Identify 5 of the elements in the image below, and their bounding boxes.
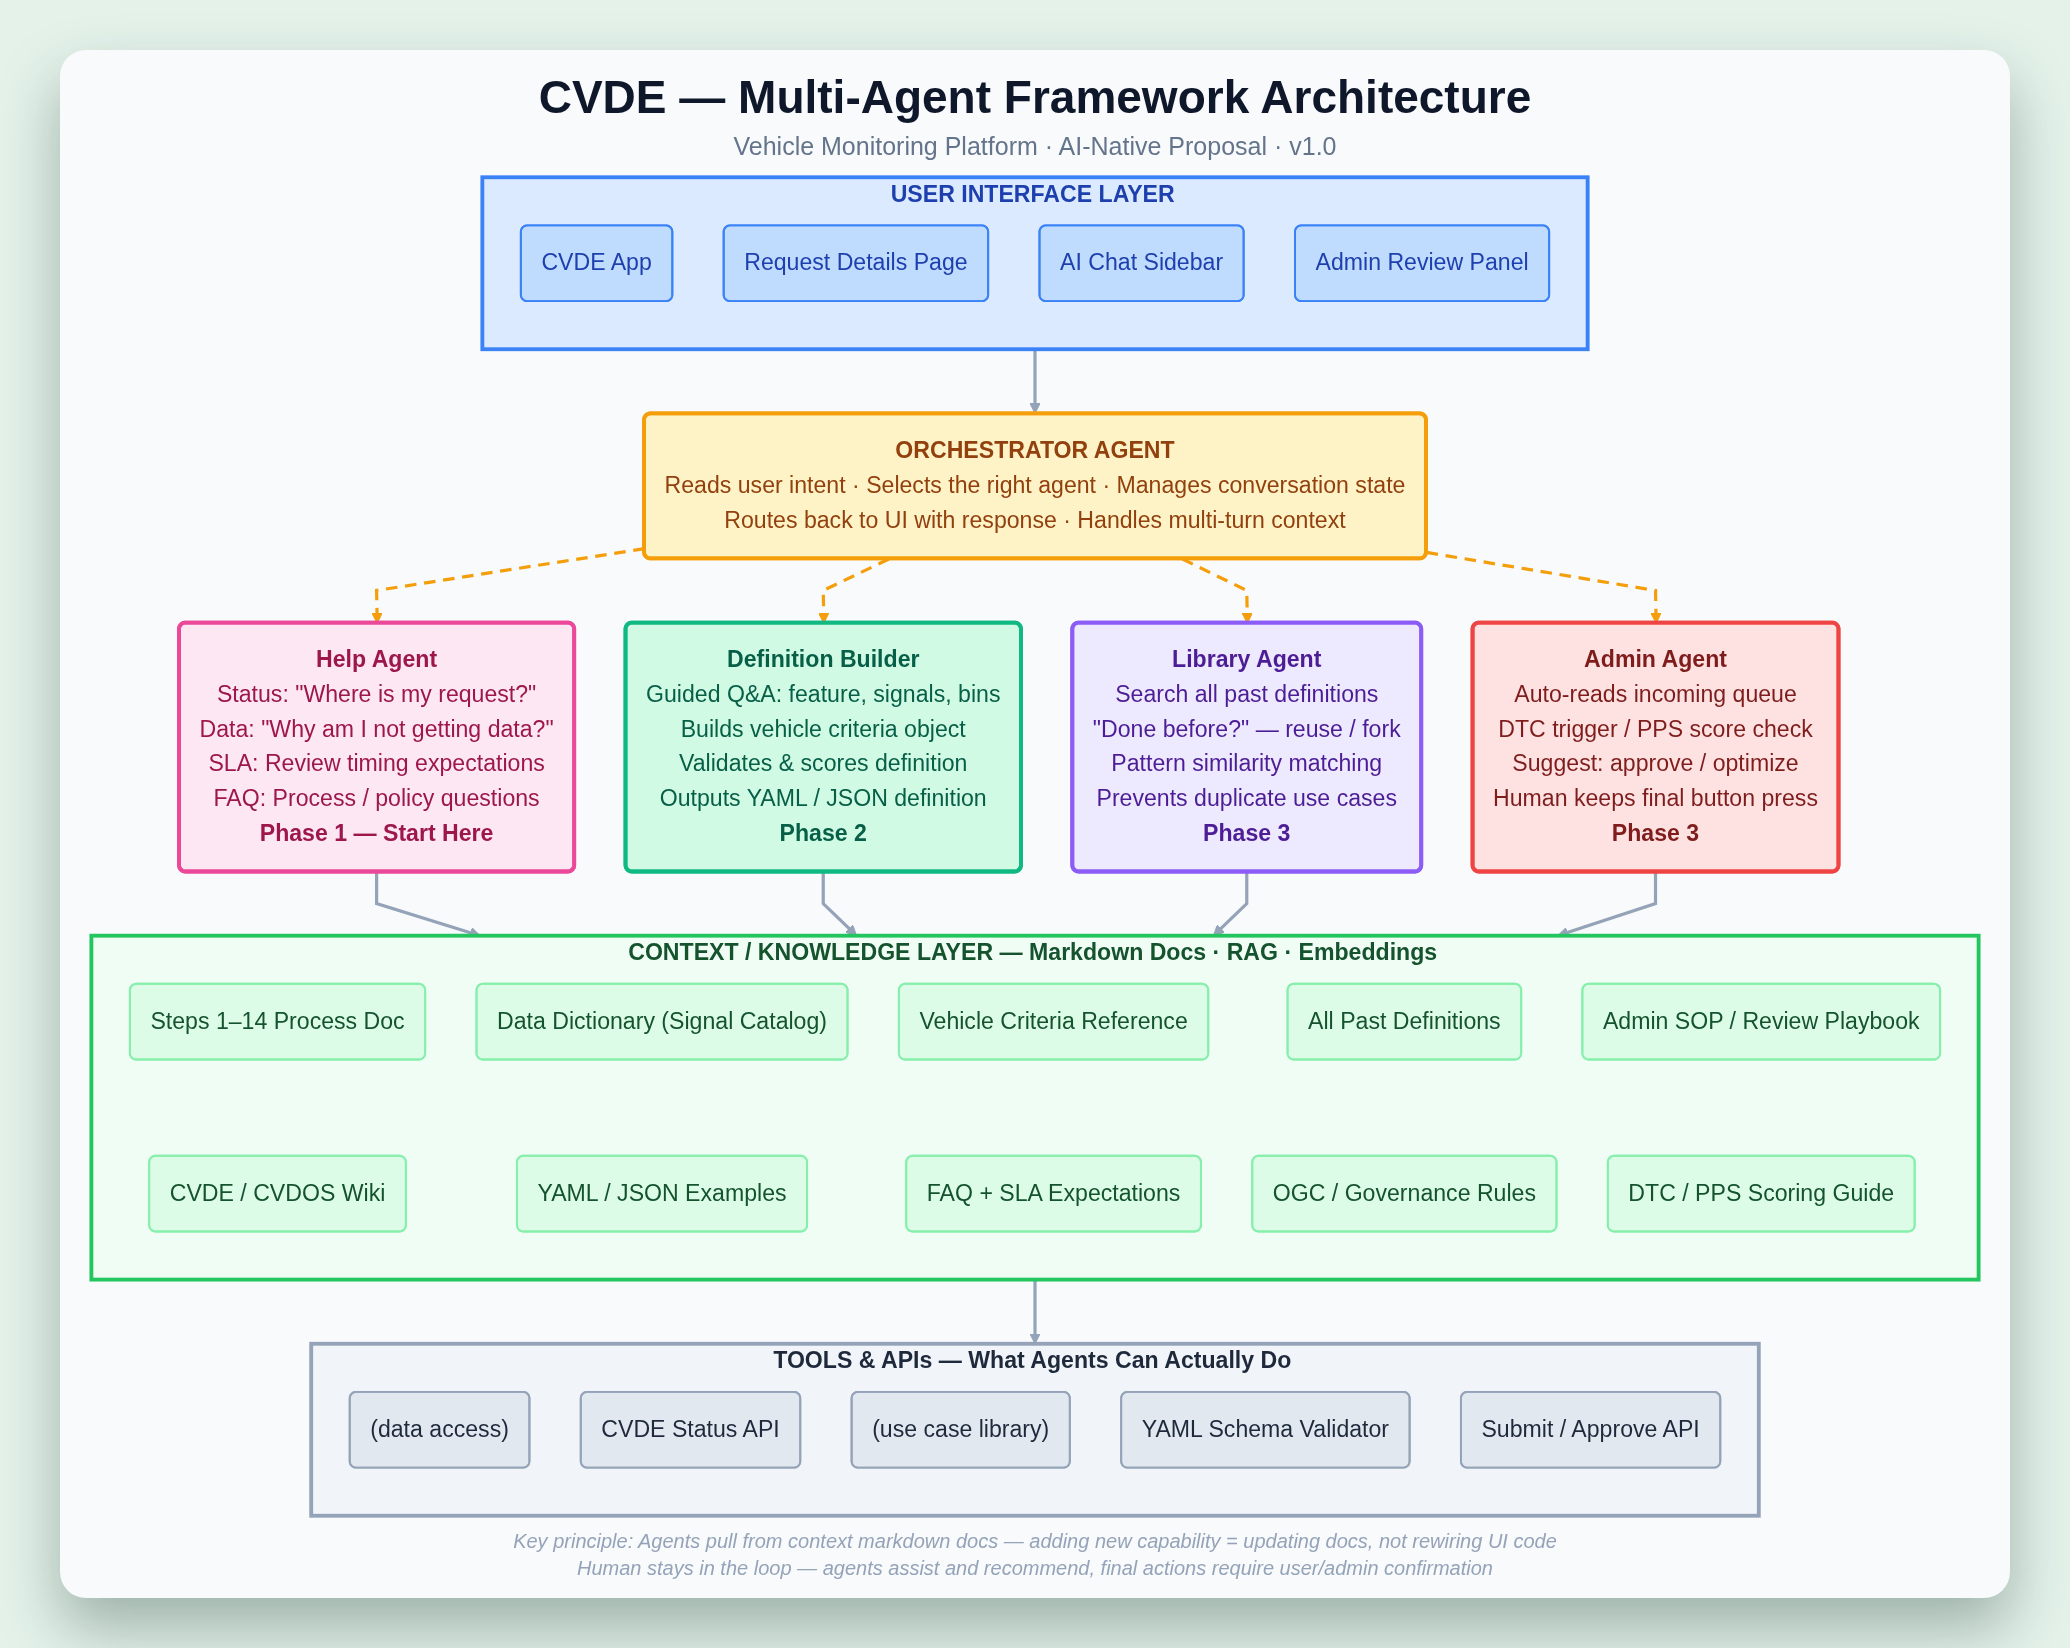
arrow: [1029, 349, 1041, 414]
footer-note: Key principle: Agents pull from context markdown docs — adding new capability = updating docs, not rewiring UI code: [513, 1530, 1557, 1553]
diagram-title: CVDE — Multi-Agent Framework Architecture: [538, 70, 1532, 124]
subtitle: Vehicle Monitoring Platform · AI-Native Proposal · v1.0: [732, 132, 1338, 161]
footer-note: Human stays in the loop — agents assist and recommend, final actions require user/admin confirmation: [576, 1557, 1494, 1580]
